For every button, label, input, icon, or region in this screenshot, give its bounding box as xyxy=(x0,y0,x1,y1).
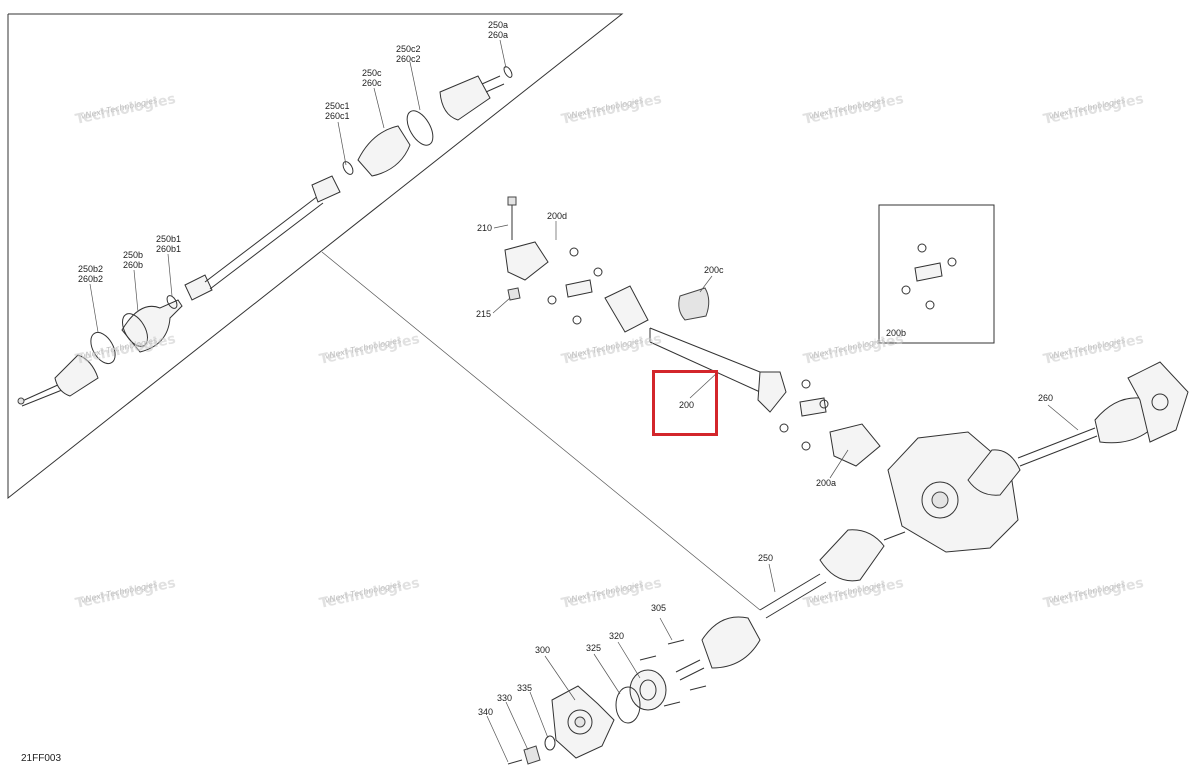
callout-320[interactable]: 320 xyxy=(609,631,625,641)
callout-330[interactable]: 330 xyxy=(497,693,513,703)
drive-shaft-250 xyxy=(675,529,906,681)
detail-cross-200b xyxy=(901,243,957,310)
inset-panel-border xyxy=(7,13,624,500)
callout-200a[interactable]: 200a xyxy=(816,478,837,488)
callout-335[interactable]: 335 xyxy=(517,683,533,693)
inset-leader-line xyxy=(321,251,761,611)
callout-200c[interactable]: 200c xyxy=(704,265,724,275)
callout-200d[interactable]: 200d xyxy=(547,211,568,221)
callout-200[interactable]: 200 xyxy=(679,400,695,410)
wheel-hub-assembly xyxy=(507,639,707,765)
callout-305[interactable]: 305 xyxy=(651,603,667,613)
callout-210[interactable]: 210 xyxy=(477,223,493,233)
callout-300[interactable]: 300 xyxy=(535,645,551,655)
figure-code: 21FF003 xyxy=(21,753,62,764)
callout-340[interactable]: 340 xyxy=(478,707,494,717)
selected-part-highlight xyxy=(652,370,718,436)
callout-325[interactable]: 325 xyxy=(586,643,602,653)
callout-200b[interactable]: 200b xyxy=(886,328,907,338)
inset-drive-shaft xyxy=(17,66,513,407)
callout-215[interactable]: 215 xyxy=(476,309,492,319)
drive-shaft-260 xyxy=(967,361,1189,496)
detail-box-200b xyxy=(878,204,995,344)
callout-250[interactable]: 250 xyxy=(758,553,774,563)
callout-260[interactable]: 260 xyxy=(1038,393,1054,403)
leader-lines xyxy=(89,39,1079,763)
propeller-shaft xyxy=(504,196,881,467)
